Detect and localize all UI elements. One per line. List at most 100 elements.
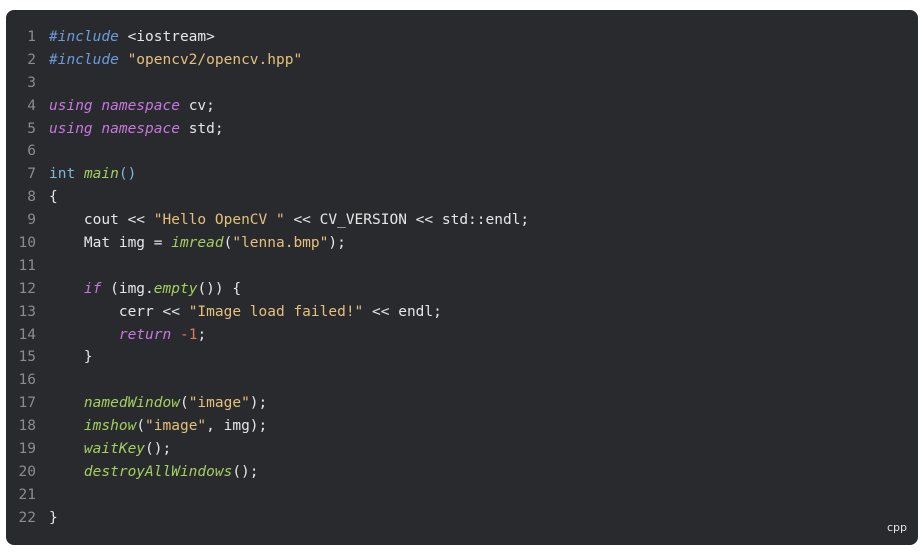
code-token: , img);	[206, 418, 268, 435]
code-token: "opencv2/opencv.hpp"	[127, 51, 303, 68]
code-line: 20 destroyAllWindows();	[6, 461, 918, 484]
line-number: 21	[18, 486, 36, 503]
language-label: cpp	[886, 521, 907, 534]
code-line: 13 cerr << "Image load failed!" << endl;	[6, 301, 918, 324]
code-token: return	[118, 326, 172, 343]
code-line: 17 namedWindow("image");	[6, 392, 918, 415]
code-token: using	[49, 120, 93, 137]
code-line: 16	[6, 369, 918, 392]
line-number: 6	[27, 143, 36, 160]
code-line: 19 waitKey();	[6, 438, 918, 461]
code-token: imshow	[83, 418, 137, 435]
code-token	[75, 166, 84, 182]
code-token: << endl;	[363, 303, 442, 320]
line-number: 15	[18, 349, 36, 366]
code-token: empty	[153, 280, 198, 297]
code-token: (img.	[101, 280, 154, 297]
code-token: ()	[118, 166, 137, 183]
line-number: 17	[18, 395, 36, 412]
code-lines: 1 #include <iostream> 2 #include "opencv2/o…	[6, 26, 918, 530]
code-token: #include	[49, 51, 119, 68]
code-line: 1 #include <iostream>	[6, 26, 918, 49]
code-token	[49, 418, 84, 434]
line-number: 16	[18, 372, 36, 389]
code-token: namespace	[101, 120, 180, 137]
line-number: 20	[18, 463, 36, 480]
line-number: 12	[18, 280, 36, 297]
line-number: 7	[27, 166, 36, 183]
code-token	[119, 52, 128, 68]
code-token: ;	[197, 326, 207, 343]
code-line: 12 if (img.empty()) {	[6, 278, 918, 301]
code-token: cv;	[179, 97, 215, 114]
code-block: 1 #include <iostream> 2 #include "opencv2/o…	[6, 10, 918, 545]
code-token	[171, 327, 180, 343]
code-line: 2 #include "opencv2/opencv.hpp"	[6, 49, 918, 72]
code-token: std;	[179, 120, 224, 137]
code-token: imread	[171, 235, 224, 252]
line-number: 1	[27, 29, 36, 45]
code-token	[49, 441, 84, 457]
line-number: 3	[27, 74, 36, 91]
code-token: (	[136, 418, 146, 435]
code-token	[49, 395, 84, 411]
code-token: ();	[145, 441, 172, 458]
code-line: 11	[6, 255, 918, 278]
code-token: cout <<	[49, 212, 154, 229]
code-token: );	[328, 235, 346, 252]
line-number: 11	[18, 257, 36, 274]
code-token: {	[49, 189, 58, 206]
line-number: 9	[27, 212, 36, 229]
code-token: namedWindow	[83, 395, 180, 412]
code-token: int	[49, 166, 76, 183]
line-number: 19	[18, 441, 36, 458]
line-number: 22	[18, 509, 36, 526]
code-token: ();	[232, 463, 259, 480]
code-token: using	[49, 97, 93, 114]
code-line: 22}	[6, 507, 918, 530]
code-token: ()) {	[197, 280, 242, 297]
code-line: 4 using namespace cv;	[6, 95, 918, 118]
code-token: <iostream>	[118, 29, 215, 45]
code-line: 7 int main()	[6, 163, 918, 186]
code-token: if	[83, 280, 102, 297]
code-token: "Image load failed!"	[188, 303, 364, 320]
code-line: 18 imshow("image", img);	[6, 415, 918, 438]
line-number: 8	[27, 189, 36, 206]
code-line: 10 Mat img = imread("lenna.bmp");	[6, 232, 918, 255]
code-token: waitKey	[83, 441, 146, 458]
code-token: #include	[49, 29, 119, 45]
line-number: 10	[18, 235, 36, 252]
code-token: }	[49, 509, 58, 526]
code-token: namespace	[101, 97, 180, 114]
code-line: 14 return -1;	[6, 324, 918, 347]
line-number: 13	[18, 303, 36, 320]
code-token: (	[179, 395, 189, 412]
line-number: 14	[18, 326, 36, 343]
code-token	[49, 281, 84, 297]
code-token: }	[49, 349, 93, 366]
code-token: Mat img =	[49, 235, 172, 252]
code-line: 15 }	[6, 346, 918, 369]
line-number: 4	[27, 97, 36, 114]
code-line: 9 cout << "Hello OpenCV " << CV_VERSION …	[6, 209, 918, 232]
line-number: 5	[27, 120, 36, 137]
line-number: 18	[18, 418, 36, 435]
code-token: "image"	[145, 418, 207, 435]
code-token: cerr <<	[49, 303, 189, 320]
code-token: destroyAllWindows	[83, 463, 233, 480]
code-token: -1	[179, 326, 198, 343]
code-token	[49, 327, 119, 343]
code-line: 5 using namespace std;	[6, 118, 918, 141]
code-token: );	[249, 395, 268, 412]
code-line: 8{	[6, 186, 918, 209]
code-line: 6	[6, 140, 918, 163]
code-token: main	[83, 166, 119, 183]
code-line: 21	[6, 484, 918, 507]
code-token	[49, 464, 84, 480]
code-token: "Hello OpenCV "	[153, 212, 285, 229]
code-token: << CV_VERSION << std::endl;	[284, 212, 530, 229]
code-token: "lenna.bmp"	[232, 235, 329, 252]
code-token: (	[223, 235, 233, 252]
line-number: 2	[27, 51, 36, 68]
